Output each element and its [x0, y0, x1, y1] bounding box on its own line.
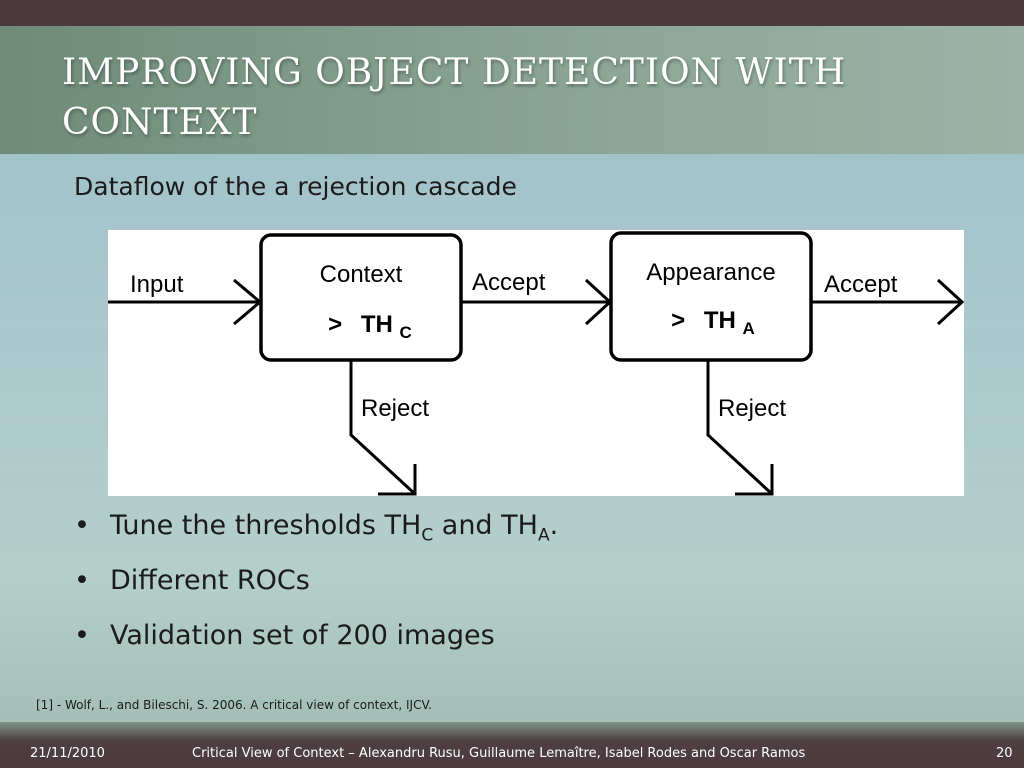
bullet-1-mid: and TH	[433, 510, 538, 541]
bullet-1-sub-c: C	[421, 525, 434, 546]
appearance-threshold: > TH A	[671, 307, 755, 338]
slide-title: IMPROVING OBJECT DETECTION WITH CONTEXT	[62, 52, 847, 143]
reject-arrow-2-head	[735, 464, 774, 496]
cascade-diagram-svg: Input Context > TH C Accept Appearance >…	[108, 231, 964, 496]
title-band: IMPROVING OBJECT DETECTION WITH CONTEXT	[0, 26, 1024, 154]
reject-label-2: Reject	[718, 395, 786, 422]
reject-arrow-2	[706, 360, 774, 496]
context-threshold-th: TH	[361, 311, 393, 338]
context-stage-box	[259, 233, 463, 362]
bullet-1-prefix: Tune the thresholds TH	[110, 510, 422, 541]
accept-arrow-2-head	[936, 278, 964, 326]
reference-footnote: [1] - Wolf, L., and Bileschi, S. 2006. A…	[36, 698, 432, 712]
bullet-1-suffix: .	[549, 510, 559, 541]
context-threshold-op: >	[328, 311, 342, 338]
bullet-3-text: Validation set of 200 images	[110, 620, 495, 651]
appearance-stage-box	[609, 231, 813, 362]
context-stage-name: Context	[320, 261, 403, 288]
footer-bar: 21/11/2010 Critical View of Context – Al…	[0, 722, 1024, 768]
accept-label-2: Accept	[824, 271, 898, 298]
reject-arrow-1-head	[378, 464, 417, 496]
bullet-marker: •	[74, 620, 90, 651]
bullet-list: • Tune the thresholds THC and THA. • Dif…	[74, 498, 558, 663]
footer-authors: Critical View of Context – Alexandru Rus…	[192, 746, 806, 761]
footer-date: 21/11/2010	[30, 746, 105, 761]
bullet-marker: •	[74, 565, 90, 596]
bullet-item-rocs: • Different ROCs	[74, 553, 558, 608]
reject-arrow-1	[349, 360, 417, 496]
cascade-diagram: Input Context > TH C Accept Appearance >…	[108, 230, 964, 496]
bullet-item-validation: • Validation set of 200 images	[74, 608, 558, 663]
context-threshold: > TH C	[328, 311, 412, 342]
appearance-threshold-th: TH	[704, 307, 736, 334]
appearance-threshold-sub: A	[743, 319, 755, 338]
bullet-marker: •	[74, 510, 90, 541]
appearance-stage-name: Appearance	[646, 259, 775, 286]
context-threshold-sub: C	[400, 323, 412, 342]
slide-number: 20	[996, 746, 1013, 761]
bullet-2-text: Different ROCs	[110, 565, 310, 596]
accept-label-1: Accept	[472, 269, 546, 296]
slide-subtitle: Dataflow of the a rejection cascade	[74, 172, 517, 201]
top-band	[0, 0, 1024, 26]
bullet-1-sub-a: A	[537, 525, 550, 546]
reject-label-1: Reject	[361, 395, 429, 422]
bullet-item-thresholds: • Tune the thresholds THC and THA.	[74, 498, 558, 553]
appearance-threshold-op: >	[671, 307, 685, 334]
input-label: Input	[130, 271, 184, 298]
